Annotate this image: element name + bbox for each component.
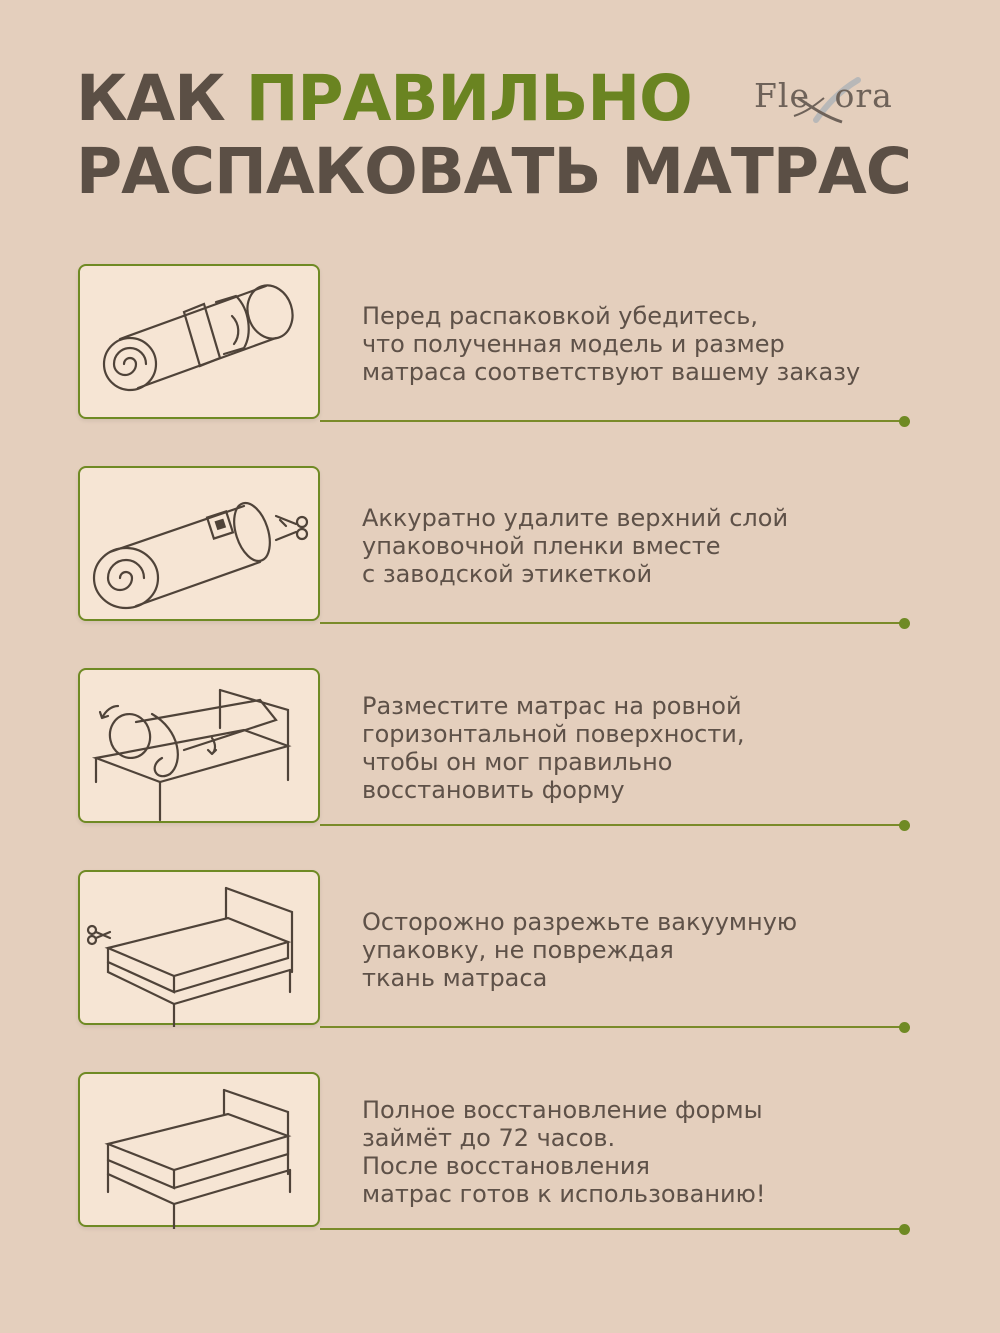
step-divider-dot xyxy=(899,416,910,427)
step-text: Перед распаковкой убедитесь, что получен… xyxy=(362,302,861,386)
cut-film-scissors-icon xyxy=(92,501,309,610)
step-5: Полное восстановление формы займёт до 72… xyxy=(0,1072,1000,1237)
title-accent: ПРАВИЛЬНО xyxy=(245,62,693,135)
step-2: Аккуратно удалите верхний слой упаковочн… xyxy=(0,466,1000,631)
step-illustration-card xyxy=(78,668,320,823)
step-text: Разместите матрас на ровной горизонтальн… xyxy=(362,692,745,804)
step-divider xyxy=(320,824,904,826)
step-illustration-card xyxy=(78,466,320,621)
step-divider xyxy=(320,420,904,422)
step-divider xyxy=(320,622,904,624)
logo-text: FleXora xyxy=(754,76,893,115)
mattress-on-bed-icon xyxy=(104,1088,292,1229)
step-divider-dot xyxy=(899,1224,910,1235)
step-text: Аккуратно удалите верхний слой упаковочн… xyxy=(362,504,789,588)
page-title: КАК ПРАВИЛЬНО РАСПАКОВАТЬ МАТРАС xyxy=(76,62,912,208)
step-divider xyxy=(320,1026,904,1028)
step-illustration-card xyxy=(78,1072,320,1229)
cut-vacuum-pack-icon xyxy=(86,886,294,1027)
step-divider-dot xyxy=(899,1022,910,1033)
logo-swoosh-icon xyxy=(793,77,861,124)
step-divider-dot xyxy=(899,618,910,629)
step-illustration-card xyxy=(78,264,320,419)
rolled-mattress-icon xyxy=(102,284,294,392)
step-1: Перед распаковкой убедитесь, что получен… xyxy=(0,264,1000,429)
step-text: Осторожно разрежьте вакуумную упаковку, … xyxy=(362,908,798,992)
title-line-1: КАК ПРАВИЛЬНО xyxy=(76,62,911,135)
title-line-2: РАСПАКОВАТЬ МАТРАС xyxy=(76,135,912,208)
step-illustration-card xyxy=(78,870,320,1027)
unroll-on-bed-icon xyxy=(91,688,292,822)
step-3: Разместите матрас на ровной горизонтальн… xyxy=(0,668,1000,833)
step-divider xyxy=(320,1228,904,1230)
step-divider-dot xyxy=(899,820,910,831)
title-text: КАК xyxy=(76,62,246,135)
step-4: Осторожно разрежьте вакуумную упаковку, … xyxy=(0,870,1000,1035)
step-text: Полное восстановление формы займёт до 72… xyxy=(362,1096,766,1208)
brand-logo: FleXora xyxy=(754,76,914,126)
